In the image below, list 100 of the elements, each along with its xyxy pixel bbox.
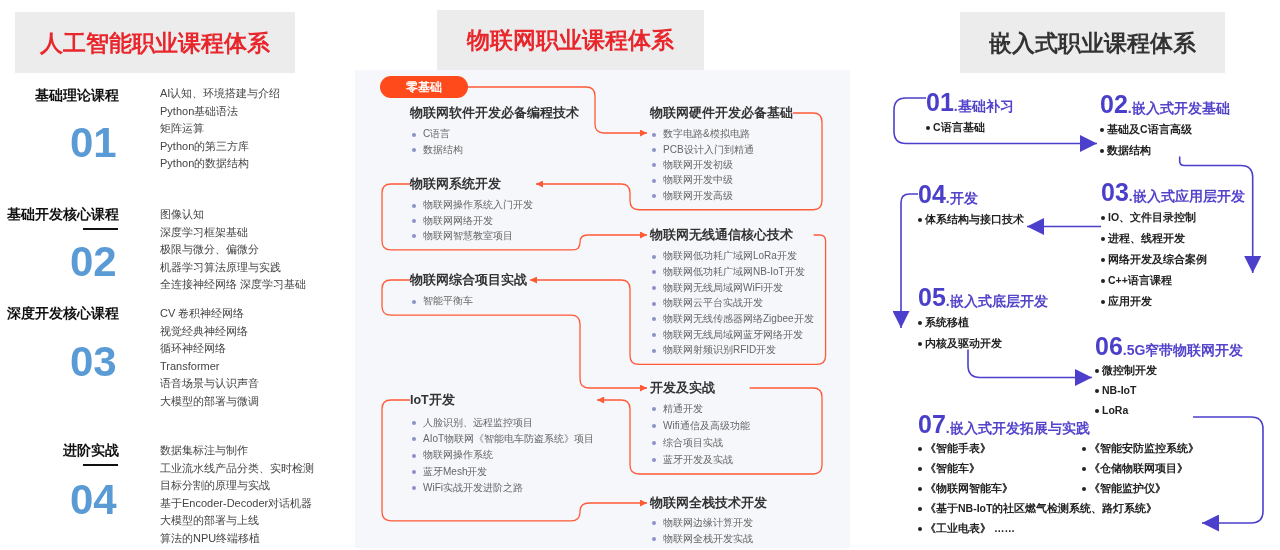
step-number: 04 <box>918 180 946 208</box>
section-number: 03 <box>70 341 117 383</box>
course-item: 体系结构与接口技术 <box>918 211 1024 226</box>
course-item: 语音场景与认识声音 <box>160 376 259 391</box>
step-number: 07 <box>918 410 946 438</box>
course-item: AIoT物联网《智能电车防盗系统》项目 <box>412 431 595 445</box>
flow-arrow <box>535 112 823 211</box>
step-heading: .嵌入式开发基础 <box>1127 100 1230 117</box>
course-item: 数据结构 <box>412 142 463 156</box>
course-item: 物联网开发高级 <box>652 188 733 202</box>
flow-arrow <box>967 348 1093 386</box>
course-item: 视觉经典神经网络 <box>160 323 248 338</box>
course-heading: 基础开发核心课程 <box>7 205 119 223</box>
course-item: C语言基础 <box>926 119 985 134</box>
course-item: 物联网开发中级 <box>652 173 733 187</box>
start-badge: 零基础 <box>380 76 468 98</box>
course-item: 《智能监护仪》 <box>1082 481 1166 495</box>
course-item: 物联网低功耗广域网LoRa开发 <box>652 249 797 263</box>
step-heading: .基础补习 <box>953 98 1014 115</box>
course-item: 基础及C语言高级 <box>1100 121 1192 136</box>
course-item: Python的数据结构 <box>160 156 250 171</box>
step-heading: .嵌入式开发拓展与实践 <box>945 420 1090 437</box>
course-item: 目标分割的原理与实战 <box>160 478 270 493</box>
course-item: 物联网云平台实战开发 <box>652 296 763 310</box>
course-item: AI认知、环境搭建与介绍 <box>160 86 281 100</box>
group-heading: 物联网综合项目实战 <box>410 272 527 289</box>
course-item: 极限与微分、偏微分 <box>160 242 259 257</box>
course-item: 《智能车》 <box>918 461 980 475</box>
flow-arrow <box>1178 155 1262 274</box>
course-item: C++语言课程 <box>1101 272 1172 287</box>
course-item: 《基于NB-IoT的社区燃气检测系统、路灯系统》 <box>918 501 1158 515</box>
course-item: 智能平衡车 <box>412 294 473 308</box>
course-item: 进程、线程开发 <box>1101 230 1185 245</box>
course-item: 矩阵运算 <box>160 121 204 136</box>
course-item: 《物联网智能车》 <box>918 481 1013 495</box>
course-item: 物联网边缘计算开发 <box>652 515 753 529</box>
course-item: CV 卷积神经网络 <box>160 306 245 320</box>
course-item: 微控制开发 <box>1095 363 1157 377</box>
course-item: 《智能安防监控系统》 <box>1082 441 1199 455</box>
course-item: 《工业电表》 …… <box>918 521 1015 535</box>
flow-arrow <box>893 97 1098 152</box>
group-heading: 开发及实战 <box>650 380 715 397</box>
course-item: 物联网全栈开发实战 <box>652 531 753 545</box>
section-number: 04 <box>70 479 117 521</box>
course-item: 循环神经网络 <box>160 341 226 356</box>
course-item: 物联网智慧教室项目 <box>412 228 513 242</box>
course-item: C语言 <box>412 127 451 141</box>
course-item: 数字电路&模拟电路 <box>652 127 750 141</box>
course-heading: 进阶实战 <box>63 441 119 459</box>
flow-arrow <box>467 86 648 137</box>
course-item: WiFi实战开发进阶之路 <box>412 480 523 494</box>
section-number: 02 <box>70 241 117 283</box>
course-item: 精通开发 <box>652 402 703 415</box>
course-item: Python的第三方库 <box>160 138 250 153</box>
course-item: 算法的NPU终端移植 <box>160 531 261 545</box>
course-item: 内核及驱动开发 <box>918 335 1002 350</box>
section-number: 01 <box>70 122 117 164</box>
step-number: 02 <box>1100 90 1128 118</box>
course-item: 网络开发及综合案例 <box>1101 251 1207 266</box>
course-item: 深度学习框架基础 <box>160 224 248 239</box>
course-item: 系统移植 <box>918 314 969 329</box>
course-item: 物联网开发初级 <box>652 157 733 171</box>
step-heading: .嵌入式应用层开发 <box>1128 188 1245 205</box>
course-item: 物联网无线传感器网络Zigbee开发 <box>652 312 814 326</box>
panel-title: 嵌入式职业课程体系 <box>989 28 1196 57</box>
course-item: Python基础语法 <box>160 103 239 118</box>
step-number: 06 <box>1095 332 1123 360</box>
step-heading: .5G窄带物联网开发 <box>1122 342 1244 359</box>
course-item: 人脸识别、远程监控项目 <box>412 415 533 429</box>
course-item: 大模型的部署与微调 <box>160 394 259 408</box>
step-heading: .开发 <box>945 190 978 207</box>
course-item: 工业流水线产品分类、实时检测 <box>160 460 314 475</box>
course-heading: 基础理论课程 <box>35 86 119 104</box>
course-item: LoRa <box>1095 403 1129 417</box>
course-item: 数据结构 <box>1100 142 1151 157</box>
panel-title: 人工智能职业课程体系 <box>40 28 270 57</box>
flow-arrow <box>381 399 648 522</box>
course-item: 物联网网络开发 <box>412 213 493 227</box>
step-heading: .嵌入式底层开发 <box>945 293 1048 310</box>
course-item: 图像认知 <box>160 207 204 221</box>
course-item: 物联网射频识别RFID开发 <box>652 343 777 357</box>
course-item: 蓝牙Mesh开发 <box>412 464 488 478</box>
group-heading: IoT开发 <box>410 392 455 409</box>
course-item: 机器学习算法原理与实践 <box>160 259 281 274</box>
course-item: 物联网无线局域网WiFi开发 <box>652 280 783 294</box>
flow-arrow <box>1192 416 1264 532</box>
course-item: Wifi通信及高级功能 <box>652 419 750 432</box>
course-item: 基于Encoder-Decoder对话机器 <box>160 495 313 510</box>
group-heading: 物联网系统开发 <box>410 176 501 193</box>
group-heading: 物联网全栈技术开发 <box>650 495 767 512</box>
course-item: 《智能手表》 <box>918 441 991 455</box>
course-item: 大模型的部署与上线 <box>160 513 259 528</box>
step-number: 05 <box>918 283 946 311</box>
course-heading: 深度开发核心课程 <box>7 304 119 322</box>
course-item: 物联网无线局域网蓝牙网络开发 <box>652 327 803 341</box>
group-heading: 物联网硬件开发必备基础 <box>650 105 793 122</box>
course-item: IO、文件目录控制 <box>1101 209 1197 224</box>
course-item: 全连接神经网络 深度学习基础 <box>160 277 307 292</box>
course-item: 数据集标注与制作 <box>160 443 248 457</box>
course-item: 物联网操作系统 <box>412 448 493 462</box>
